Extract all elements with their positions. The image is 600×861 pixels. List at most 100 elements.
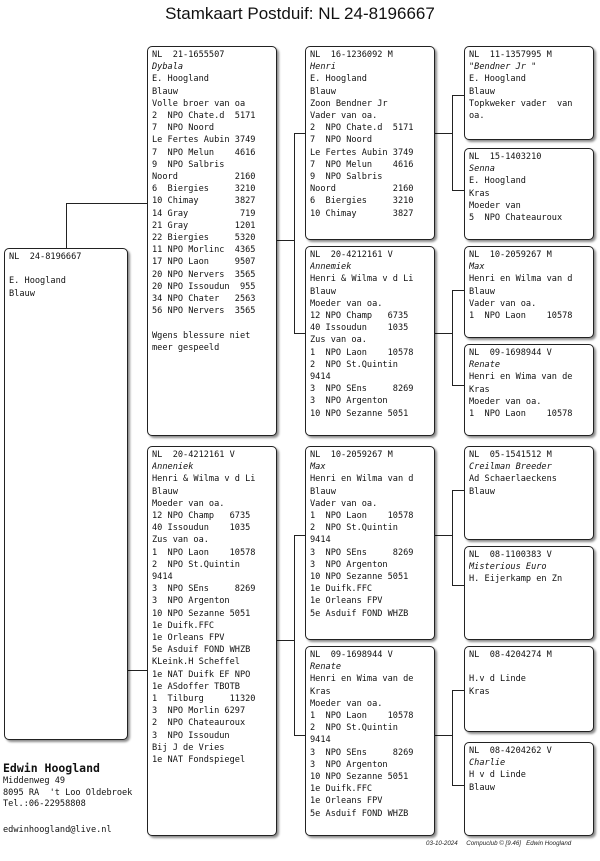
pedigree-line: 1 Tilburg 11320 <box>152 694 256 705</box>
pedigree-line: Vader van oa. <box>469 298 537 309</box>
ring-number: NL 20-4212161 V <box>152 450 235 460</box>
bird-name: Anneniek <box>152 462 194 473</box>
pedigree-line: 3 NPO Argenton <box>152 596 230 607</box>
connector <box>452 785 464 786</box>
pedigree-line: 34 NPO Chater 2563 <box>152 294 256 305</box>
pedigree-line: 1e NAT Duifk EF NPO <box>152 669 251 680</box>
pedigree-line: 7 NPO Melun 4616 <box>310 159 414 170</box>
pedigree-line: 9 NPO Salbris <box>310 172 383 183</box>
pedigree-line <box>152 317 272 329</box>
page-title: Stamkaart Postduif: NL 24-8196667 <box>165 4 435 23</box>
pedigree-line: Zoon Bendner Jr <box>310 98 388 109</box>
ring-number: NL 08-4204262 V <box>469 746 552 756</box>
pedigree-line: 2 NPO Chate.d 5171 <box>152 111 256 122</box>
pedigree-line: H. Eijerkamp en Zn <box>469 574 563 585</box>
connector <box>452 585 464 586</box>
pedigree-line: Henri & Wilma v d Li <box>152 474 256 485</box>
pedigree-line: Moeder van oa. <box>469 396 542 407</box>
pedigree-line: Blauw <box>469 486 495 497</box>
pedigree-line: Ad Schaerlaeckens <box>469 474 557 485</box>
connector <box>452 490 464 491</box>
bird-name <box>469 661 589 673</box>
connector <box>452 95 453 190</box>
connector <box>434 535 452 536</box>
pedigree-line: 1e ASdoffer TBOTB <box>152 681 240 692</box>
ring-number: NL 21-1655507 <box>152 50 225 60</box>
bird-name: Creilman Breeder <box>469 462 552 473</box>
pedigree-line: 1 NPO Laon 10578 <box>152 547 256 558</box>
pedigree-line: 2 NPO St.Quintin <box>152 559 240 570</box>
pedigree-line: Vader van oa. <box>310 498 378 509</box>
pedigree-line: 1e NAT Fondspiegel <box>152 755 246 766</box>
pedigree-line: Topkweker vader van <box>469 98 573 109</box>
connector <box>276 640 294 641</box>
pedigree-line: 56 NPO Nervers 3565 <box>152 306 256 317</box>
pedigree-line: Volle broer van oa <box>152 98 246 109</box>
pedigree-line: 1e Duifk.FFC <box>310 584 373 595</box>
ring-number: NL 15-1403210 <box>469 152 542 162</box>
bird-name: Charlie <box>469 758 506 769</box>
pedigree-line: 1 NPO Laon 10578 <box>310 347 414 358</box>
connector <box>66 203 67 249</box>
pedigree-line: 12 NPO Champ 6735 <box>310 311 409 322</box>
connector <box>452 290 453 385</box>
pedigree-line: 22 Biergies 5320 <box>152 233 256 244</box>
pedigree-line: 14 Gray 719 <box>152 208 256 219</box>
pedigree-line: Kras <box>469 384 490 395</box>
pedigree-line: 5 NPO Chateauroux <box>469 213 563 224</box>
pedigree-line: Wgens blessure niet <box>152 330 251 341</box>
pedigree-line: Zus van oa. <box>152 535 209 546</box>
pedigree-line: 3 NPO Morlin 6297 <box>152 706 246 717</box>
pedigree-line: 1 NPO Laon 10578 <box>310 711 414 722</box>
ring-number: NL 24-8196667 <box>9 252 82 262</box>
pedigree-line: 2 NPO Chateauroux <box>152 718 246 729</box>
pedigree-line: 20 NPO Issoudun 955 <box>152 281 256 292</box>
pedigree-line: 3 NPO Argenton <box>310 759 388 770</box>
pedigree-line: 7 NPO Noord <box>310 135 373 146</box>
pedigree-line: 3 NPO SEns 8269 <box>310 384 414 395</box>
ring-number: NL 08-1100383 V <box>469 550 552 560</box>
pedigree-line: 10 NPO Sezanne 5051 <box>152 608 251 619</box>
pedigree-line: 1e Orleans FPV <box>152 633 225 644</box>
pedigree-line: Le Fertes Aubin 3749 <box>152 135 256 146</box>
pedigree-line: 12 NPO Champ 6735 <box>152 511 251 522</box>
pedigree-line: 6 Biergies 3210 <box>310 196 414 207</box>
pedigree-line: 9414 <box>310 372 331 383</box>
owner-info: Edwin Hoogland Middenweg 49 8095 RA 't L… <box>3 760 203 836</box>
pedigree-line: 3 NPO SEns 8269 <box>152 584 256 595</box>
bird-name: "Bendner Jr " <box>469 62 537 73</box>
ring-number: NL 08-4204274 M <box>469 650 552 660</box>
pedigree-line: oa. <box>469 111 485 122</box>
pedigree-line: Vader van oa. <box>310 111 378 122</box>
owner-address-line2: 8095 RA 't Loo Oldebroek <box>3 787 133 798</box>
connector <box>294 535 306 536</box>
pedigree-line: Blauw <box>469 286 495 297</box>
pedigree-line: E. Hoogland <box>152 74 209 85</box>
pedigree-line: 10 Chimay 3827 <box>310 208 414 219</box>
pedigree-line: Blauw <box>152 486 178 497</box>
connector <box>294 535 295 735</box>
ring-number: NL 20-4212161 V <box>310 250 393 260</box>
pedigree-line: E. Hoogland <box>469 74 526 85</box>
connector <box>294 133 306 134</box>
bird-name: Max <box>469 262 485 273</box>
connector <box>294 333 306 334</box>
owner-email: edwinhoogland@live.nl <box>3 824 112 835</box>
connector <box>294 735 306 736</box>
pedigree-line: 11 NPO Morlinc 4365 <box>152 245 256 256</box>
pedigree-line: 10 NPO Sezanne 5051 <box>310 772 409 783</box>
bird-name: Max <box>310 462 326 473</box>
connector <box>276 240 294 241</box>
bird-name: Renate <box>469 360 501 371</box>
pedigree-line: KLeink.H Scheffel <box>152 657 240 668</box>
